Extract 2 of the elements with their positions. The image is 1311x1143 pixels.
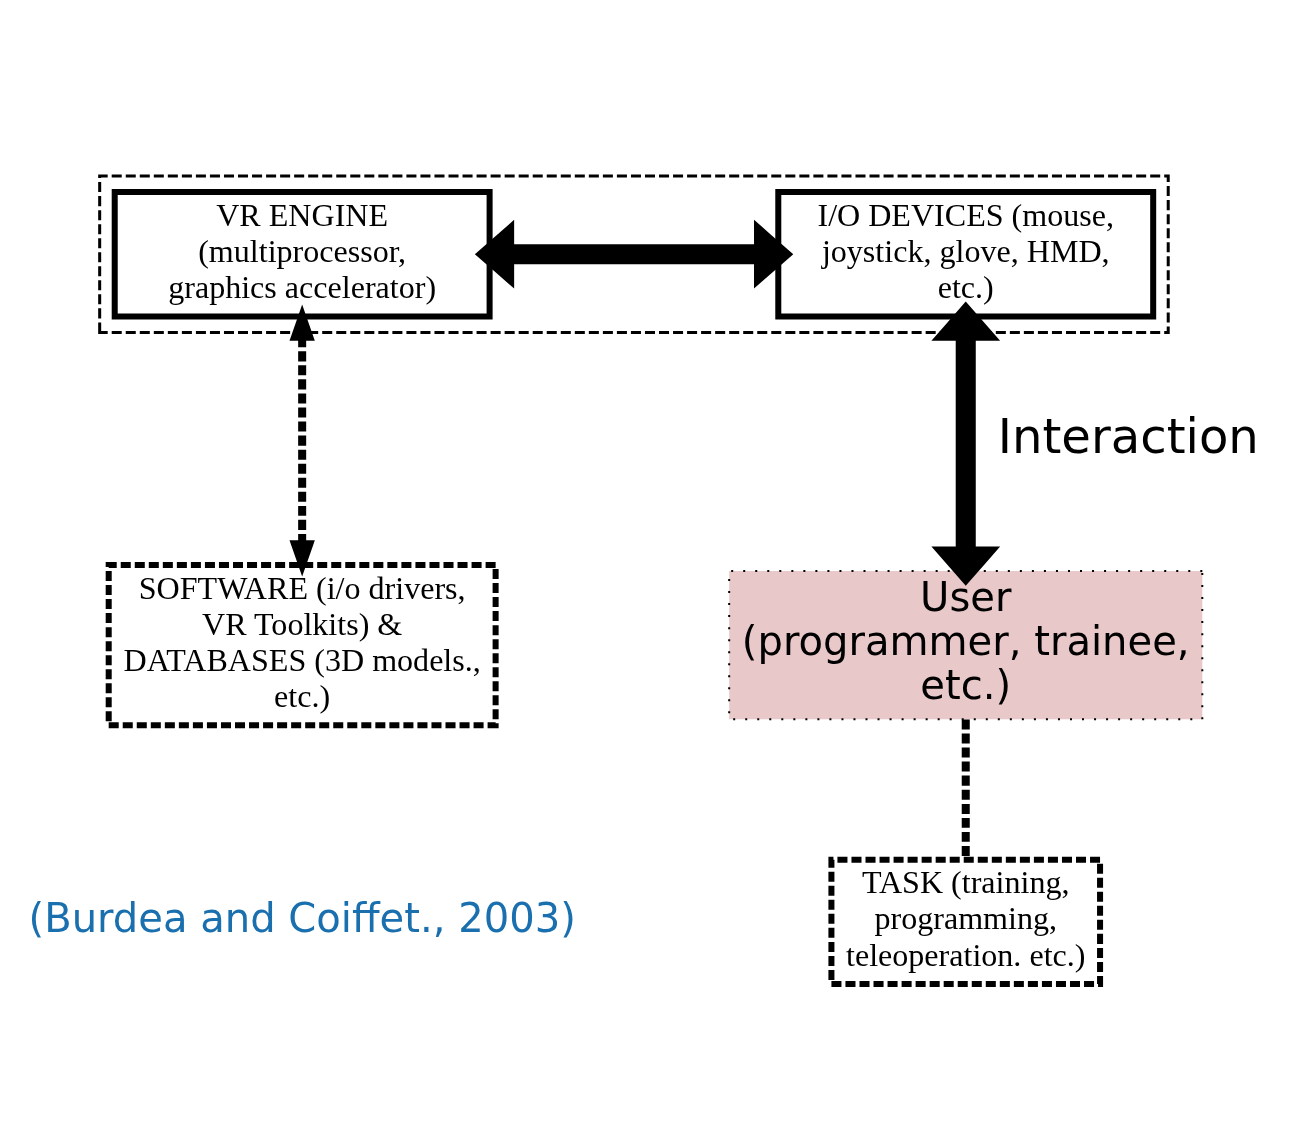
label: (Burdea and Coiffet., 2003) [28,894,576,941]
edge-label: Interaction [997,407,1259,464]
